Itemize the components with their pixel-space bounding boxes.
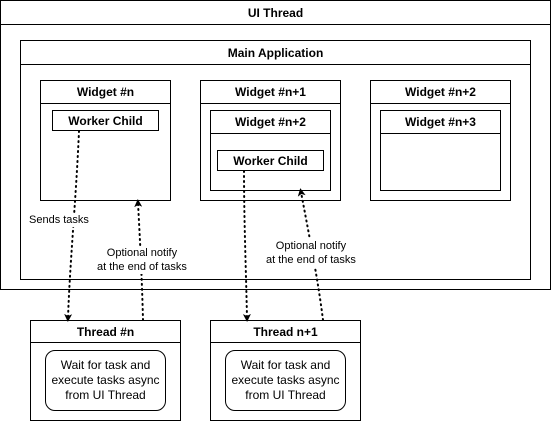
optional-notify-label-2-line-2: at the end of tasks — [266, 254, 356, 266]
widget-n-plus-2-worker-child: Worker Child — [217, 150, 324, 171]
optional-notify-label-2-line-1: Optional notify — [275, 240, 347, 252]
widget-n-title: Widget #n — [41, 81, 170, 104]
thread-n-plus-1-task-line-3: from UI Thread — [245, 388, 326, 402]
thread-n-task-line-1: Wait for task and — [60, 358, 151, 372]
thread-n-task-line-3: from UI Thread — [65, 388, 146, 402]
sends-tasks-label: Sends tasks — [29, 213, 89, 227]
thread-n-title: Thread #n — [31, 321, 180, 343]
optional-notify-label-1-line-1: Optional notify — [106, 247, 178, 259]
thread-n-plus-1-task-line-2: execute tasks async — [231, 373, 340, 387]
ui-thread-title: UI Thread — [1, 1, 550, 25]
widget-n-plus-2-title: Widget #n+2 — [371, 81, 510, 104]
widget-n-plus-2-nested-title: Widget #n+2 — [211, 111, 330, 134]
thread-n-task-line-2: execute tasks async — [51, 373, 160, 387]
thread-n-plus-1-task-box: Wait for task and execute tasks async fr… — [225, 350, 346, 411]
thread-n-task-box: Wait for task and execute tasks async fr… — [45, 350, 166, 411]
optional-notify-label-1: Optional notify at the end of tasks — [97, 246, 187, 274]
widget-n-plus-3-title: Widget #n+3 — [381, 111, 500, 134]
thread-n-plus-1-title: Thread n+1 — [211, 321, 360, 343]
optional-notify-label-2: Optional notify at the end of tasks — [266, 239, 356, 267]
main-application-title: Main Application — [21, 41, 530, 65]
widget-n-plus-3: Widget #n+3 — [380, 110, 501, 191]
thread-n-plus-1-task-line-1: Wait for task and — [240, 358, 331, 372]
widget-n: Widget #n — [40, 80, 171, 201]
optional-notify-label-1-line-2: at the end of tasks — [97, 261, 187, 273]
widget-n-plus-1-title: Widget #n+1 — [201, 81, 340, 104]
widget-n-worker-child: Worker Child — [52, 110, 159, 131]
